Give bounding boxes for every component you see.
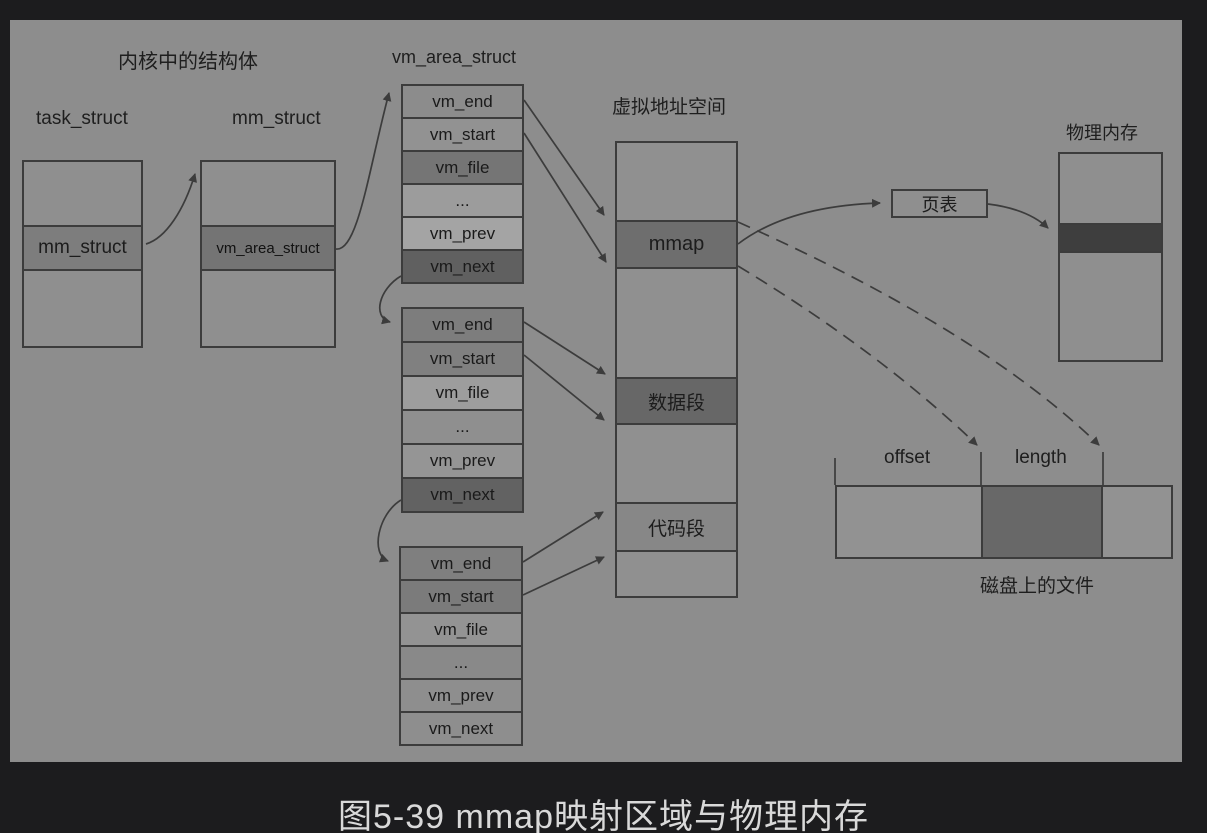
vma-block-2: vm_end vm_start vm_file ... vm_prev vm_n… (401, 307, 524, 513)
physical-memory-label: 物理内存 (1066, 123, 1138, 143)
vma2-vm-end: vm_end (401, 307, 524, 343)
vma3-ellipsis: ... (399, 645, 523, 680)
figure-caption: 图5-39 mmap映射区域与物理内存 (338, 798, 869, 833)
mm-struct-label: mm_struct (232, 108, 321, 129)
task-struct-label: task_struct (36, 108, 128, 129)
virtual-address-space-box: mmap 数据段 代码段 (615, 141, 738, 598)
length-label: length (1015, 447, 1067, 468)
va-data-segment: 数据段 (617, 377, 736, 425)
task-struct-row-empty-bottom (24, 271, 141, 346)
va-empty-4 (617, 552, 736, 596)
pm-empty-bottom (1060, 253, 1161, 360)
kernel-structs-label: 内核中的结构体 (118, 51, 258, 73)
vma1-vm-next: vm_next (401, 249, 524, 284)
vma-block-1: vm_end vm_start vm_file ... vm_prev vm_n… (401, 84, 524, 284)
task-struct-box: mm_struct (22, 160, 143, 348)
page-table-box: 页表 (891, 189, 988, 218)
offset-label: offset (884, 447, 931, 468)
physical-memory-box (1058, 152, 1163, 362)
disk-file-box (835, 485, 1173, 559)
vma2-ellipsis: ... (401, 409, 524, 445)
disk-mapped-region (981, 487, 1103, 557)
mm-struct-box: vm_area_struct (200, 160, 336, 348)
task-struct-row-mm-struct: mm_struct (24, 225, 141, 271)
mm-struct-row-vm-area-struct: vm_area_struct (202, 225, 334, 271)
mm-struct-row-empty-bottom (202, 271, 334, 346)
virtual-address-space-label: 虚拟地址空间 (612, 97, 727, 118)
vma3-vm-next: vm_next (399, 711, 523, 746)
vma-block-3: vm_end vm_start vm_file ... vm_prev vm_n… (399, 546, 523, 746)
va-empty-2 (617, 269, 736, 377)
va-code-segment: 代码段 (617, 502, 736, 552)
diagram-board (10, 20, 1182, 762)
task-struct-row-empty-top (24, 162, 141, 225)
vma1-vm-prev: vm_prev (401, 216, 524, 251)
vma2-vm-start: vm_start (401, 341, 524, 377)
vma1-ellipsis: ... (401, 183, 524, 218)
vma3-vm-prev: vm_prev (399, 678, 523, 713)
va-mmap-segment: mmap (617, 220, 736, 269)
vma3-vm-start: vm_start (399, 579, 523, 614)
vma3-vm-end: vm_end (399, 546, 523, 581)
vma1-vm-end: vm_end (401, 84, 524, 119)
va-empty-1 (617, 143, 736, 220)
vma2-vm-file: vm_file (401, 375, 524, 411)
mm-struct-row-empty-top (202, 162, 334, 225)
vma3-vm-file: vm_file (399, 612, 523, 647)
vma1-vm-file: vm_file (401, 150, 524, 185)
va-empty-3 (617, 425, 736, 502)
pm-mapped-band (1060, 223, 1161, 253)
pm-empty-top (1060, 154, 1161, 223)
vma2-vm-prev: vm_prev (401, 443, 524, 479)
disk-file-label: 磁盘上的文件 (980, 576, 1095, 597)
vma2-vm-next: vm_next (401, 477, 524, 513)
vm-area-struct-label: vm_area_struct (392, 47, 517, 67)
vma1-vm-start: vm_start (401, 117, 524, 152)
